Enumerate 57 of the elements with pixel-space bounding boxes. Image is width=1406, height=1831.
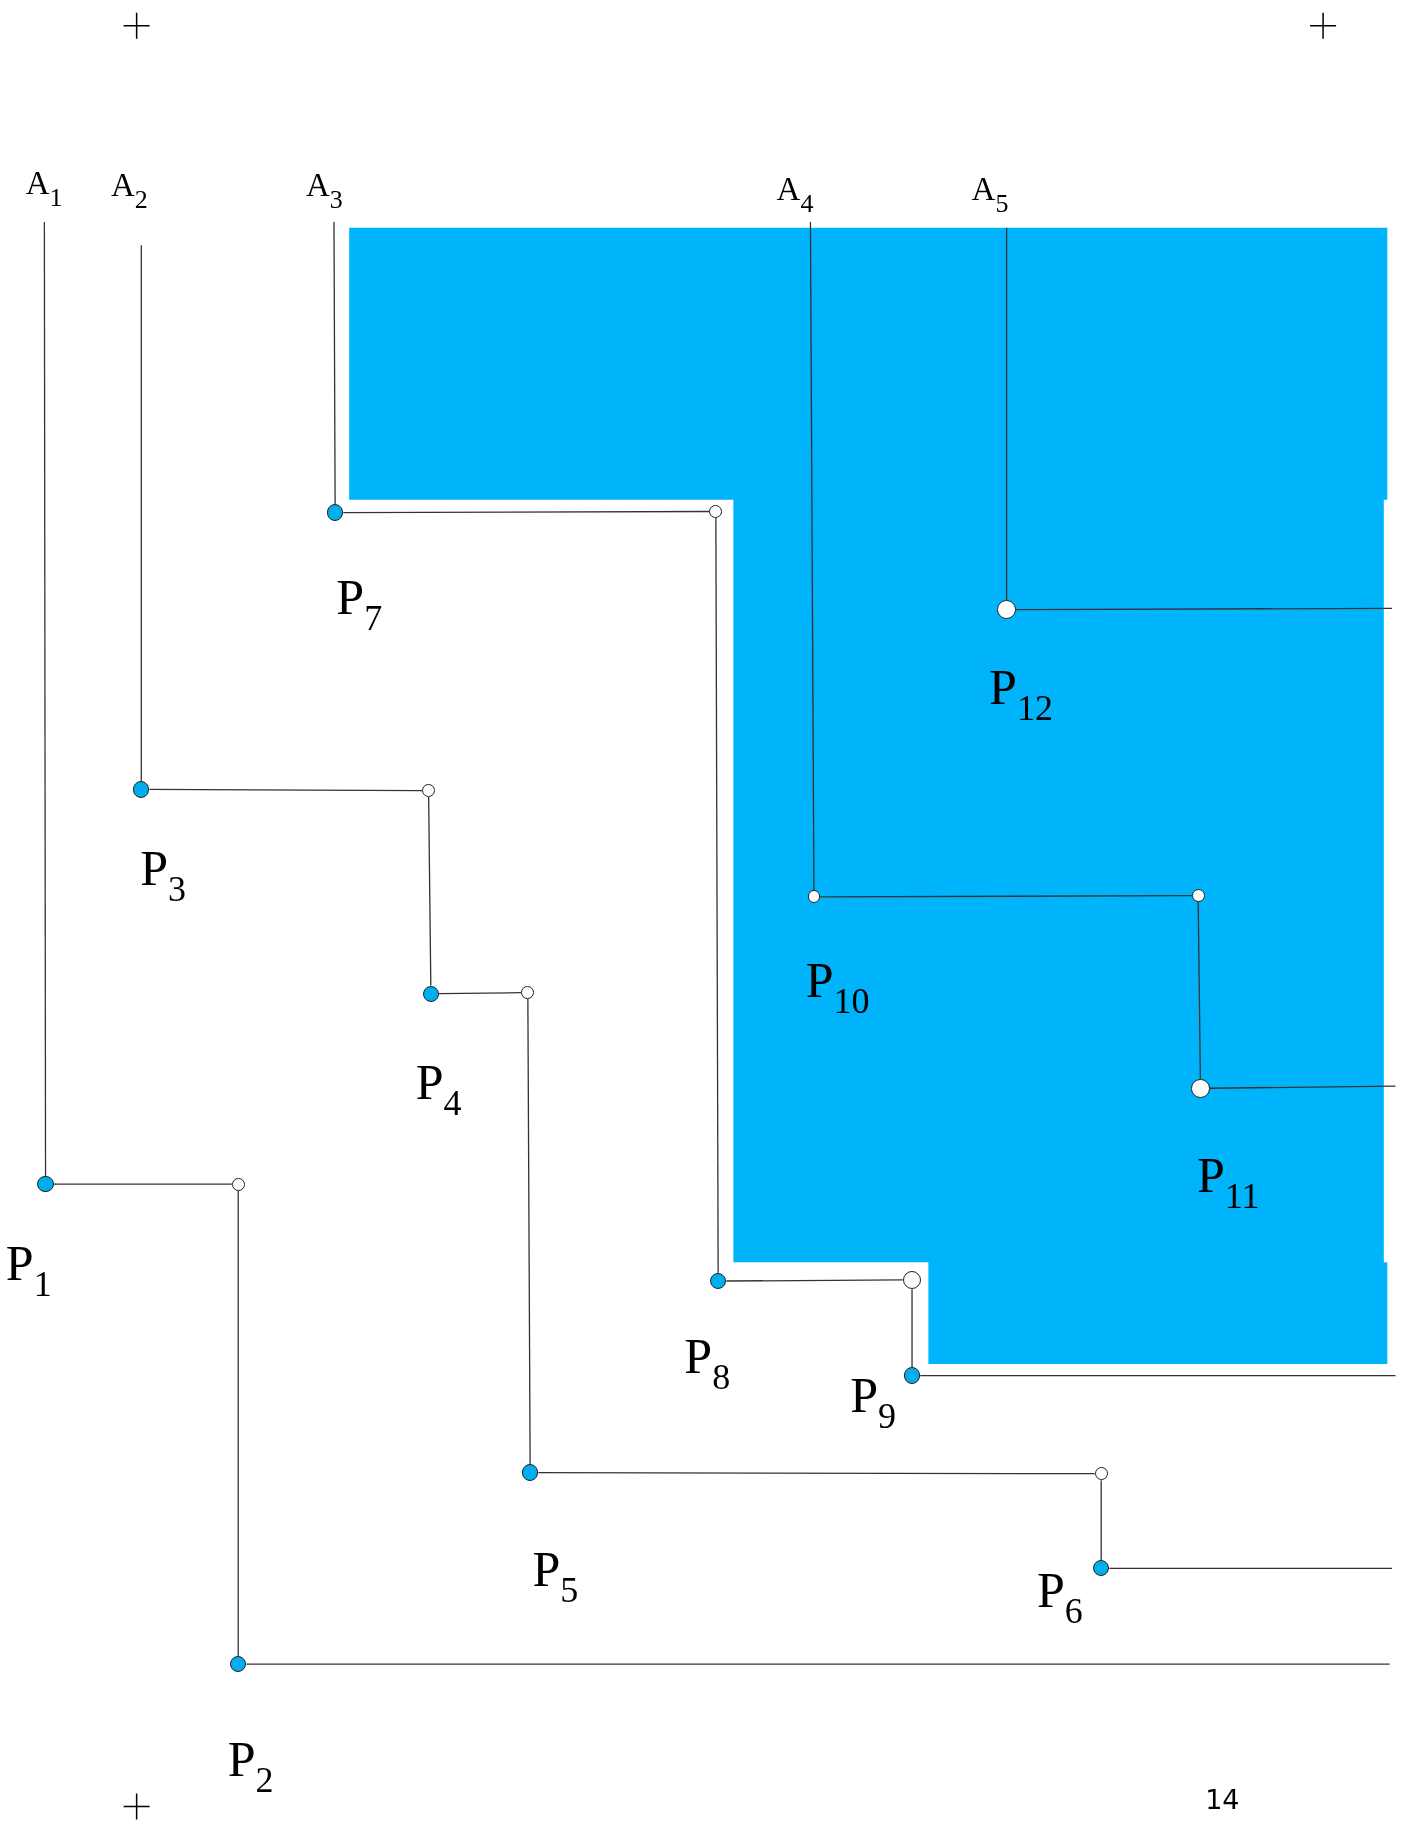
point-label: P$_{7}$ — [336, 572, 383, 637]
filled-point — [326, 504, 344, 521]
connector-line — [1005, 227, 1008, 601]
connector-line — [1100, 1479, 1102, 1561]
point-label: P$_{8}$ — [684, 1331, 731, 1396]
connector-line — [333, 221, 336, 506]
filled-point — [422, 985, 440, 1002]
connector-line — [140, 244, 142, 782]
point-label: P$_{6}$ — [1036, 1564, 1083, 1629]
connector-line — [1108, 1567, 1393, 1569]
hollow-point — [709, 505, 723, 518]
filled-point — [133, 781, 150, 798]
connector-line — [43, 221, 47, 1177]
filled-point — [37, 1175, 54, 1193]
connector-line — [245, 1663, 1391, 1665]
connector-line — [809, 221, 815, 892]
point-label: P$_{5}$ — [532, 1543, 579, 1608]
connector-line — [911, 1288, 913, 1369]
connector-line — [148, 788, 423, 792]
point-label: P$_{1}$ — [5, 1237, 52, 1302]
point-label: P$_{9}$ — [850, 1369, 896, 1434]
point-label: A$_{5}$ — [971, 172, 1009, 217]
hollow-point — [902, 1270, 922, 1290]
filled-point — [710, 1272, 727, 1290]
connector-line — [919, 1375, 1397, 1377]
connector-line — [342, 510, 711, 514]
connector-line — [819, 895, 1193, 898]
hollow-point — [521, 986, 535, 999]
connector-line — [1015, 607, 1393, 611]
page-number: 14 — [1205, 1784, 1240, 1816]
point-label: P$_{4}$ — [415, 1056, 462, 1121]
connector-line — [527, 998, 531, 1466]
filled-point — [522, 1464, 539, 1481]
hollow-point — [422, 784, 435, 797]
connector-line — [537, 1471, 1096, 1475]
point-label: A$_{2}$ — [110, 169, 148, 213]
point-label: P$_{12}$ — [989, 662, 1053, 727]
connector-line — [1209, 1085, 1397, 1089]
connector-line — [438, 992, 523, 995]
connector-line — [53, 1183, 233, 1185]
point-label: P$_{2}$ — [227, 1734, 274, 1799]
point-label: A$_{3}$ — [305, 169, 343, 213]
hollow-point — [231, 1177, 245, 1191]
filled-point — [230, 1655, 247, 1673]
connector-line — [428, 796, 432, 987]
connector-line — [715, 517, 719, 1274]
connector-line — [1197, 901, 1201, 1080]
filled-point — [1093, 1560, 1110, 1577]
point-label: A$_{4}$ — [776, 172, 814, 217]
connector-line — [725, 1279, 904, 1282]
point-label: P$_{3}$ — [140, 843, 186, 908]
hollow-point — [1094, 1467, 1108, 1481]
connector-line — [237, 1189, 239, 1657]
point-label: P$_{11}$ — [1196, 1150, 1260, 1215]
filled-point — [903, 1367, 921, 1384]
point-label: A$_{1}$ — [25, 167, 63, 211]
point-label: P$_{10}$ — [805, 955, 870, 1020]
